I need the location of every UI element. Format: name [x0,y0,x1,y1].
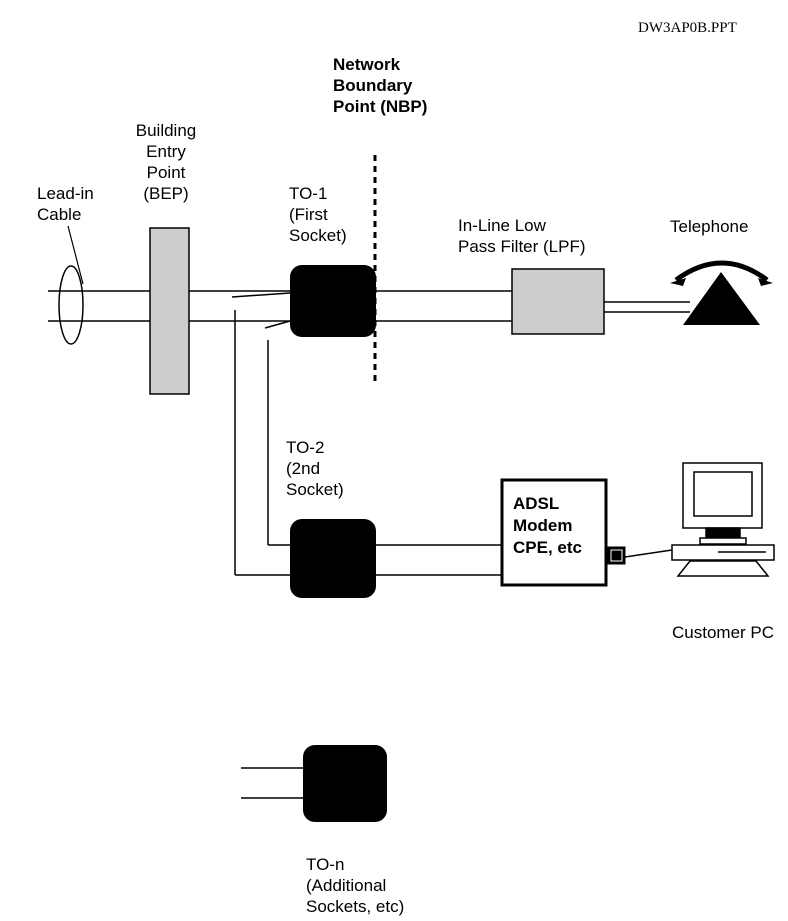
ton-label-line: Sockets, etc) [306,897,405,916]
ton-label-line: (Additional [306,876,387,895]
computer-icon [671,462,775,577]
to2-label-line: TO-2 [286,438,325,457]
lead-in-cable-label: Lead-in Cable [37,183,94,225]
bep-label-line: (BEP) [143,184,189,203]
lead-in-label-line: Lead-in [37,184,94,203]
lead-in-label-line: Cable [37,205,82,224]
lead-in-cable-ellipse [58,265,84,345]
adsl-label-line: ADSL [513,494,560,513]
adsl-label-line: Modem [513,516,573,535]
nbp-label-line: Point (NBP) [333,97,428,116]
to1-to-lpf-wires [376,290,512,322]
bep-label-line: Point [146,163,186,182]
bep-label-line: Building [135,121,197,140]
to1-label: TO-1 (First Socket) [289,183,347,246]
to1-label-line: Socket) [289,226,347,245]
ton-label: TO-n (Additional Sockets, etc) [306,854,404,917]
lpf-box [511,268,605,335]
to2-label-line: (2nd [286,459,321,478]
document-id: DW3AP0B.PPT [638,20,737,36]
bep-to-to1-wires [189,290,291,576]
nbp-label: Network Boundary Point (NBP) [333,54,427,117]
to1-label-line: TO-1 [289,184,328,203]
nbp-label-line: Network [333,55,401,74]
adsl-label-line: CPE, etc [513,538,582,557]
nbp-label-line: Boundary [333,76,413,95]
to2-to-adsl-wires [376,544,502,576]
modem-port-inner [610,549,623,562]
lpf-to-telephone-wires [604,301,690,313]
lpf-label: In-Line Low Pass Filter (LPF) [458,215,586,257]
lead-in-wires [48,290,150,322]
modem-to-pc-cable [624,549,673,558]
bep-label: Building Entry Point (BEP) [116,120,216,204]
to2-label: TO-2 (2nd Socket) [286,437,344,500]
to1-socket [290,265,376,337]
telephone-label: Telephone [670,217,749,236]
lpf-label-line: In-Line Low [458,216,546,235]
adsl-modem-label: ADSL Modem CPE, etc [513,493,582,559]
bep-label-line: Entry [146,142,186,161]
to2-socket [290,519,376,598]
to1-label-line: (First [289,205,328,224]
ton-wires [241,767,303,799]
customer-pc-label: Customer PC [672,623,775,642]
ton-label-line: TO-n [306,855,345,874]
adsl-modem-box [500,478,608,587]
to2-label-line: Socket) [286,480,344,499]
ton-socket [303,745,387,822]
bep-block [149,227,190,395]
lpf-label-line: Pass Filter (LPF) [458,237,586,256]
telephone-icon [670,260,773,325]
lead-in-pointer [67,225,84,285]
